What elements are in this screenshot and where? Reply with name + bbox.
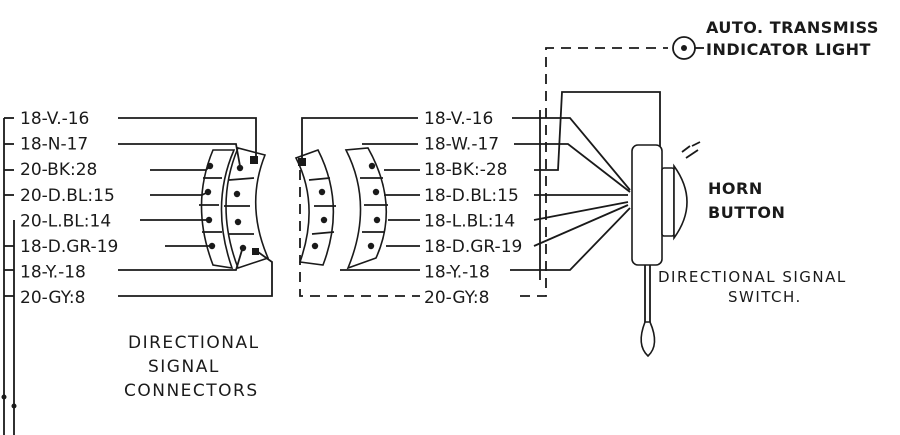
right-wire-label-6: 18-Y.-18	[424, 263, 490, 283]
left-wire-label-6: 18-Y.-18	[20, 263, 86, 283]
right-wires	[299, 47, 668, 297]
auto-transmission-label-line1: AUTO. TRANSMISS	[706, 18, 879, 37]
right-wire-label-1: 18-W.-17	[424, 135, 499, 155]
right-wire-label-0: 18-V.-16	[424, 109, 493, 129]
right-wire-labels: 18-V.-16 18-W.-17 18-BK:-28 18-D.BL:15 18-L.…	[424, 109, 522, 308]
right-wire-label-2: 18-BK:-28	[424, 160, 507, 180]
directional-signal-switch: HORN BUTTON DIRECTIONAL SIGNAL SWITCH.	[631, 141, 847, 358]
connectors-caption-line3: CONNECTORS	[124, 381, 259, 401]
connectors-caption-line2: SIGNAL	[148, 357, 220, 377]
left-wire-label-7: 20-GY:8	[20, 288, 85, 308]
left-wire-label-5: 18-D.GR-19	[20, 237, 118, 257]
left-wire-label-3: 20-D.BL:15	[20, 186, 115, 206]
middle-connector	[294, 147, 388, 270]
right-wire-label-4: 18-L.BL:14	[424, 211, 515, 231]
connectors-caption-line1: DIRECTIONAL	[128, 333, 260, 353]
left-wire-labels: 18-V.-16 18-N-17 20-BK:28 20-D.BL:15 20-L.BL…	[20, 109, 118, 308]
left-wire-label-4: 20-L.BL:14	[20, 211, 111, 231]
left-wire-label-2: 20-BK:28	[20, 160, 97, 180]
left-wire-label-1: 18-N-17	[20, 135, 88, 155]
left-wire-label-0: 18-V.-16	[20, 109, 89, 129]
switch-label-line1: DIRECTIONAL SIGNAL	[658, 268, 847, 286]
horn-button-label-line2: BUTTON	[708, 203, 785, 222]
switch-label-line2: SWITCH.	[728, 288, 802, 306]
connectors-caption: DIRECTIONAL SIGNAL CONNECTORS	[124, 333, 260, 401]
right-wire-label-3: 18-D.BL:15	[424, 186, 519, 206]
right-wire-label-5: 18-D.GR-19	[424, 237, 522, 257]
left-wires	[1, 117, 273, 435]
auto-transmission-label-line2: INDICATOR LIGHT	[706, 40, 871, 59]
auto-transmission-indicator: AUTO. TRANSMISS INDICATOR LIGHT	[672, 18, 879, 60]
right-wire-label-7: 20-GY:8	[424, 288, 489, 308]
horn-button-label-line1: HORN	[708, 179, 763, 198]
